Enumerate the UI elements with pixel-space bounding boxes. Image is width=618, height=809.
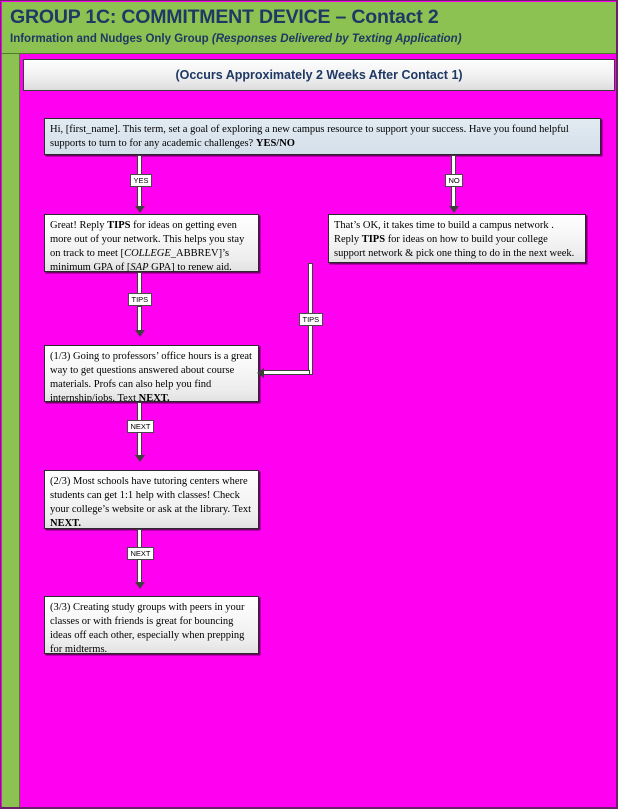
intro-message-box: Hi, [first_name]. This term, set a goal … [44,118,601,155]
arrowhead-into-tip3 [134,582,145,589]
connector-yes-to-tip1-lower [137,306,142,332]
arrowhead-into-yes-box [134,206,145,213]
tip-1-of-3-message-box: (1/3) Going to professors’ office hours … [44,345,259,402]
page-title: GROUP 1C: COMMITMENT DEVICE – Contact 2 [10,6,439,28]
connector-label-no: NO [445,174,464,187]
connector-label-next-1: NEXT [127,420,155,433]
connector-no-to-tip1-horizontal [263,370,310,375]
arrowhead-into-tip1-top [134,330,145,337]
green-left-rail [2,2,20,807]
connector-tip1-to-tip2-lower [137,432,142,457]
connector-tip2-to-tip3-lower [137,559,142,584]
arrowhead-into-tip2 [134,455,145,462]
connector-intro-to-yes-lower [137,186,142,208]
tip-2-of-3-message-box: (2/3) Most schools have tutoring centers… [44,470,259,529]
no-branch-message-box: That’s OK, it takes time to build a camp… [328,214,586,263]
occurs-banner: (Occurs Approximately 2 Weeks After Cont… [23,59,615,91]
flow-canvas: Hi, [first_name]. This term, set a goal … [23,94,615,807]
connector-label-tips-right: TIPS [299,313,323,326]
arrowhead-into-no-box [448,206,459,213]
header-band: GROUP 1C: COMMITMENT DEVICE – Contact 2 … [2,2,616,54]
occurs-banner-text: (Occurs Approximately 2 Weeks After Cont… [175,68,463,82]
page-subtitle: Information and Nudges Only Group (Respo… [10,33,462,45]
connector-label-next-2: NEXT [127,547,155,560]
connector-intro-to-no-lower [451,186,456,208]
connector-label-yes: YES [130,174,153,187]
connector-label-tips-left: TIPS [128,293,152,306]
tip-3-of-3-message-box: (3/3) Creating study groups with peers i… [44,596,259,654]
subtitle-italic: (Responses Delivered by Texting Applicat… [211,33,462,45]
arrowhead-into-tip1-right [257,367,264,378]
yes-branch-message-box: Great! Reply TIPS for ideas on getting e… [44,214,259,272]
subtitle-plain: Information and Nudges Only Group [10,33,212,45]
